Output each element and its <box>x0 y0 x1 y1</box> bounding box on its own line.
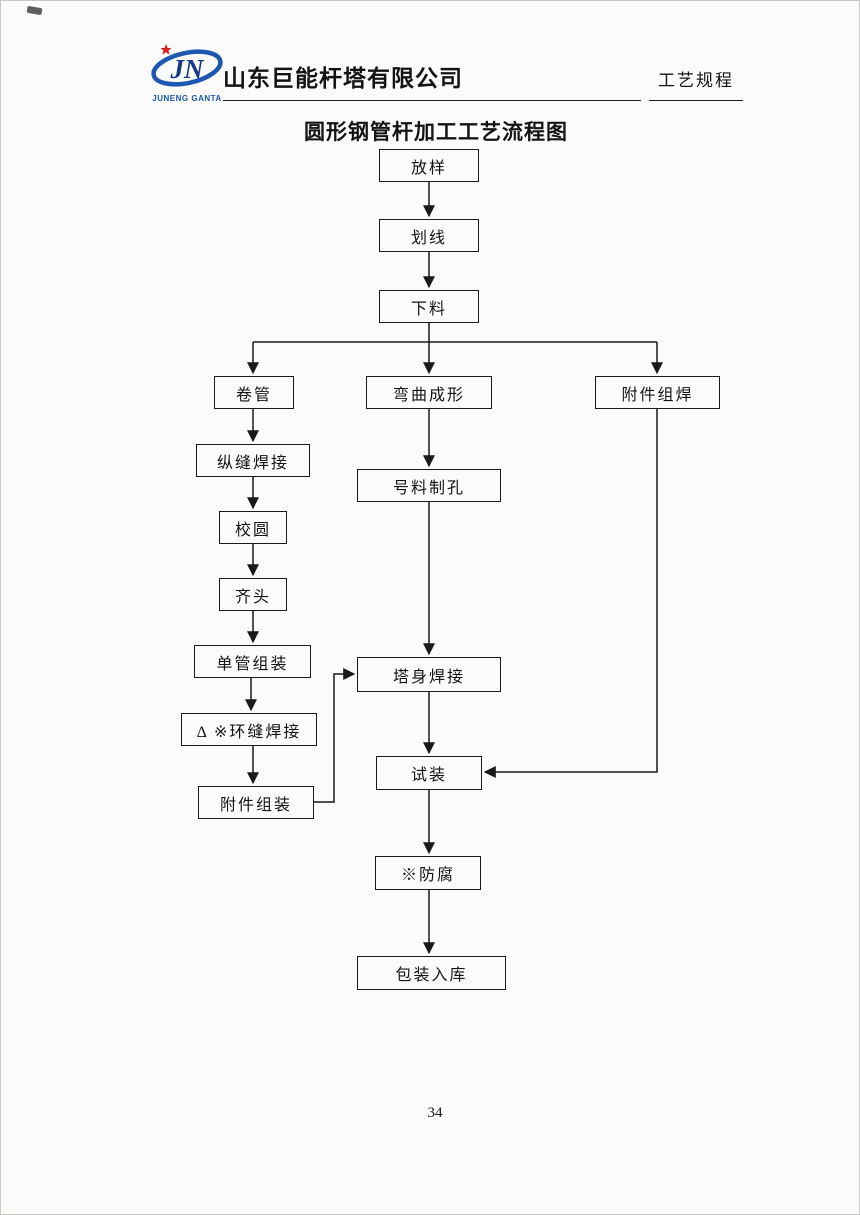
company-logo: JN JUNENG GANTA <box>151 44 223 103</box>
logo-initials: JN <box>170 54 206 84</box>
flow-node-cutting: 下料 <box>379 290 479 323</box>
logo-star-icon <box>160 44 172 55</box>
flow-node-longitudinal-seam-welding: 纵缝焊接 <box>196 444 310 477</box>
flow-node-trial-assembly: 试装 <box>376 756 482 790</box>
flow-node-accessory-assembly: 附件组装 <box>198 786 314 819</box>
flow-node-hole-marking: 号料制孔 <box>357 469 501 502</box>
flow-node-lofting: 放样 <box>379 149 479 182</box>
flow-node-packing-storage: 包装入库 <box>357 956 506 990</box>
flow-node-marking: 划线 <box>379 219 479 252</box>
flow-node-anticorrosion: ※防腐 <box>375 856 481 890</box>
flow-node-accessory-assembly-welding: 附件组焊 <box>595 376 720 409</box>
logo-swoosh <box>151 49 223 87</box>
flow-node-bending: 弯曲成形 <box>366 376 492 409</box>
flow-node-end-trimming: 齐头 <box>219 578 287 611</box>
flow-node-single-pipe-assembly: 单管组装 <box>194 645 311 678</box>
page-number: 34 <box>427 1105 443 1121</box>
company-name: 山东巨能杆塔有限公司 <box>223 59 641 101</box>
logo-caption: JUNENG GANTA <box>152 94 221 103</box>
page-title: 圆形钢管杆加工工艺流程图 <box>304 120 568 144</box>
doc-type-label: 工艺规程 <box>649 66 743 101</box>
flow-node-rounding: 校圆 <box>219 511 287 544</box>
flow-node-circumferential-seam-welding: Δ ※环缝焊接 <box>181 713 317 746</box>
flow-node-tower-body-welding: 塔身焊接 <box>357 657 501 692</box>
flow-node-pipe-rolling: 卷管 <box>214 376 294 409</box>
